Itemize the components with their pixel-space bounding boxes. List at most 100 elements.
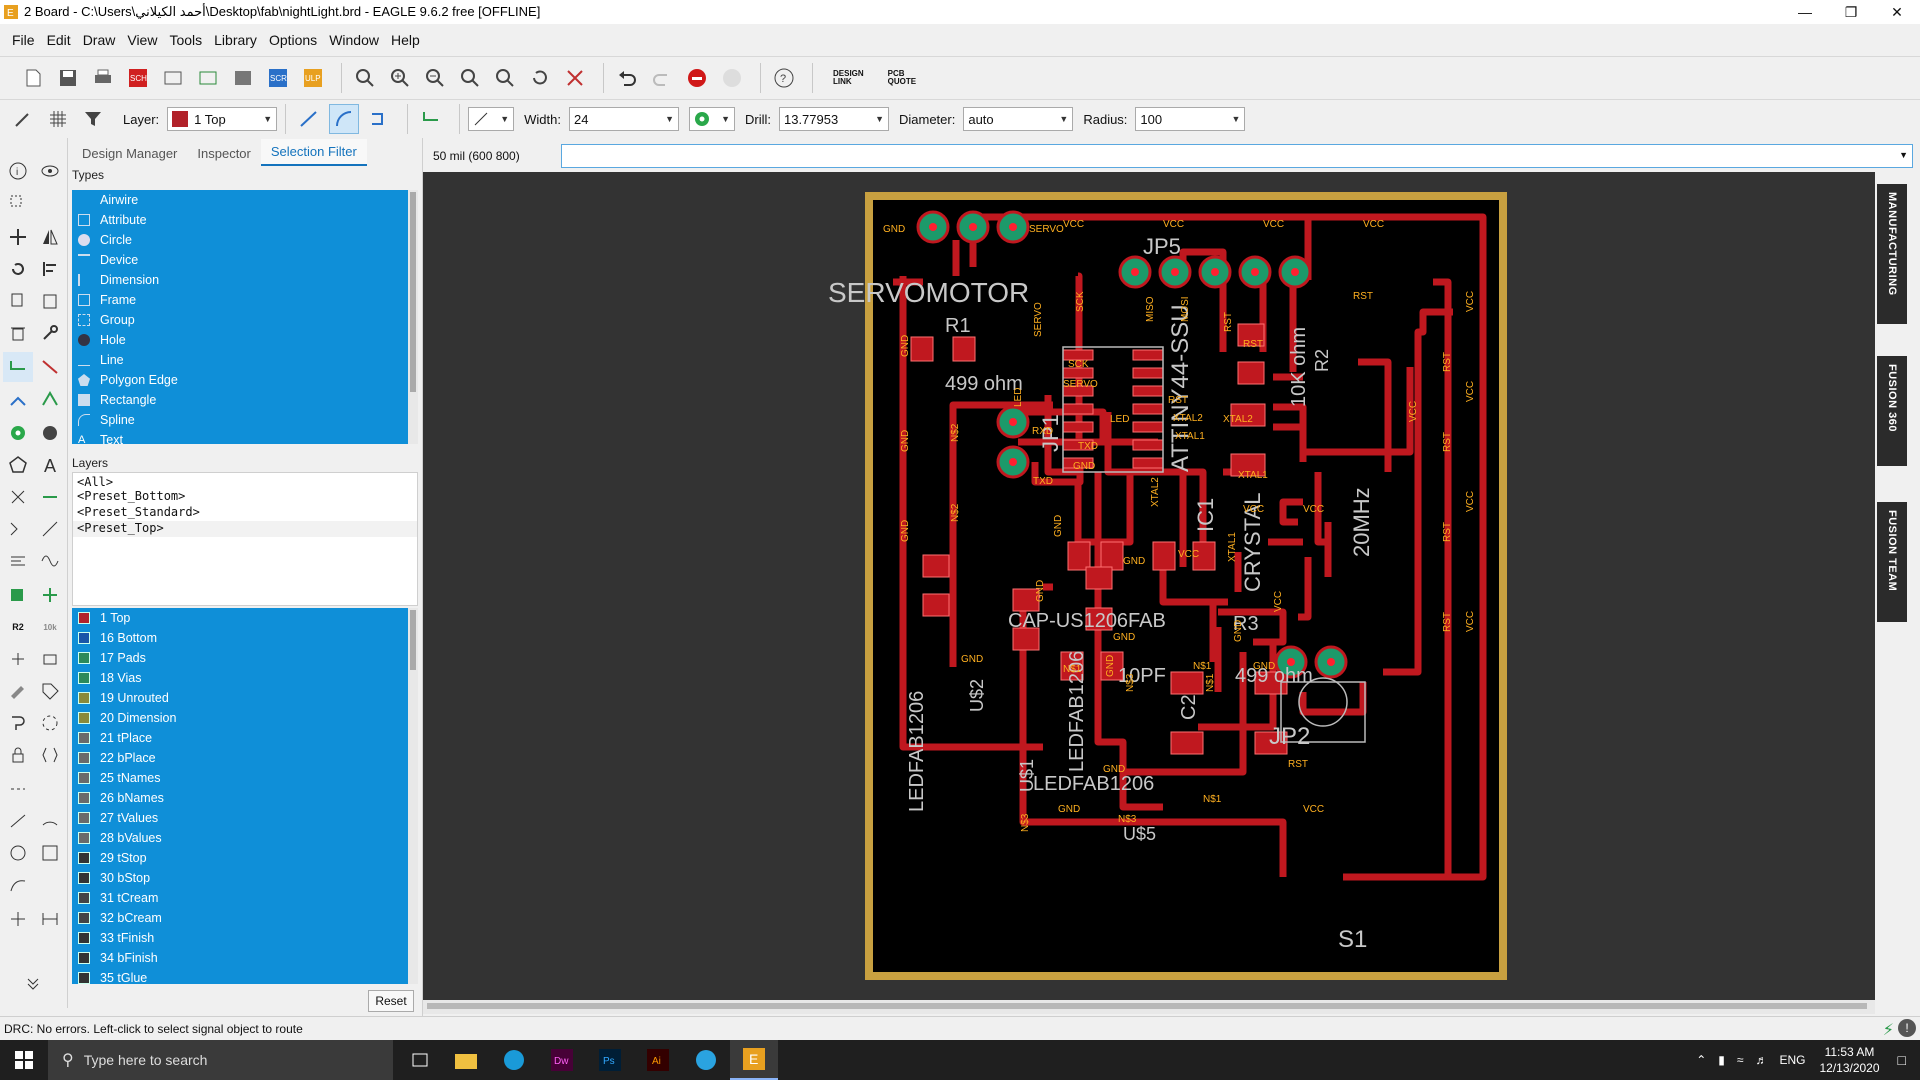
rectangle-icon[interactable]: [35, 838, 65, 868]
layer-item[interactable]: 19 Unrouted: [72, 688, 408, 708]
menu-options[interactable]: Options: [268, 32, 318, 48]
command-input[interactable]: ▼: [561, 144, 1913, 168]
zoom-in-icon[interactable]: [385, 63, 415, 93]
bend-arc-icon[interactable]: [329, 104, 360, 134]
route-icon[interactable]: [3, 352, 33, 382]
wire-style-select[interactable]: ▼: [468, 107, 515, 131]
add-part-icon[interactable]: [3, 580, 33, 610]
undo-icon[interactable]: [612, 63, 642, 93]
ulp-icon[interactable]: ULP: [298, 63, 328, 93]
design-link-button[interactable]: DESIGN LINK: [833, 69, 864, 86]
type-frame[interactable]: Frame: [72, 290, 408, 310]
volume-icon[interactable]: ♬: [1755, 1053, 1768, 1067]
waveform-icon[interactable]: [35, 546, 65, 576]
type-polygon-edge[interactable]: Polygon Edge: [72, 370, 408, 390]
telegram-icon[interactable]: [682, 1040, 730, 1080]
layer-item[interactable]: 27 tValues: [72, 808, 408, 828]
align-icon[interactable]: [35, 254, 65, 284]
menu-library[interactable]: Library: [214, 32, 257, 48]
dreamweaver-icon[interactable]: Dw: [538, 1040, 586, 1080]
resistor-r2-icon[interactable]: R2: [12, 622, 24, 632]
spline-icon[interactable]: [3, 870, 33, 900]
schematic-icon[interactable]: SCH: [123, 63, 153, 93]
preset-item[interactable]: <Preset_Bottom>: [77, 489, 186, 503]
close-button[interactable]: ✕: [1891, 3, 1903, 20]
layer-item[interactable]: 20 Dimension: [72, 708, 408, 728]
wrench-icon[interactable]: [35, 318, 65, 348]
notification-icon[interactable]: □: [1897, 1052, 1906, 1068]
delete-icon[interactable]: [3, 318, 33, 348]
clock[interactable]: 11:53 AM 12/13/2020: [1819, 1044, 1879, 1076]
taskbar-search[interactable]: ⚲ Type here to search: [48, 1040, 393, 1080]
layer-item[interactable]: 1 Top: [72, 608, 408, 628]
value-10k-icon[interactable]: 10k: [43, 622, 57, 632]
wire-icon[interactable]: [35, 482, 65, 512]
arc-icon[interactable]: [35, 806, 65, 836]
ripup-icon[interactable]: [35, 352, 65, 382]
type-device[interactable]: Device: [72, 250, 408, 270]
show-eye-icon[interactable]: [35, 156, 65, 186]
new-file-icon[interactable]: [18, 63, 48, 93]
zoom-out-icon[interactable]: [420, 63, 450, 93]
layer-item[interactable]: 34 bFinish: [72, 948, 408, 968]
layer-item[interactable]: 28 bValues: [72, 828, 408, 848]
drill-input[interactable]: 13.77953▼: [778, 107, 889, 131]
menu-help[interactable]: Help: [390, 32, 420, 48]
zoom-select-icon[interactable]: [490, 63, 520, 93]
type-circle[interactable]: Circle: [72, 230, 408, 250]
polygon-icon[interactable]: [3, 450, 33, 480]
layer-item[interactable]: 33 tFinish: [72, 928, 408, 948]
smash-icon[interactable]: [3, 644, 33, 674]
type-dimension[interactable]: Dimension: [72, 270, 408, 290]
select-icon[interactable]: [3, 188, 33, 218]
filter-icon[interactable]: [78, 104, 108, 134]
via-shape-select[interactable]: ▼: [688, 107, 735, 131]
slice-icon[interactable]: [35, 384, 65, 414]
menu-edit[interactable]: Edit: [46, 32, 71, 48]
change-icon[interactable]: [35, 644, 65, 674]
pcb-layout[interactable]: SERVOMOTOR R1 499 ohm JP5 ATTINY44-SSU I…: [423, 172, 1910, 1000]
manufacturing-button[interactable]: MANUFACTURING: [1877, 184, 1907, 324]
layer-item[interactable]: 26 bNames: [72, 788, 408, 808]
preset-item[interactable]: <Preset_Top>: [73, 521, 417, 537]
layer-item[interactable]: 18 Vias: [72, 668, 408, 688]
hook-icon[interactable]: [3, 708, 33, 738]
mark-icon[interactable]: [3, 904, 33, 934]
help-icon[interactable]: ?: [769, 63, 799, 93]
paste-icon[interactable]: [35, 286, 65, 316]
via-icon[interactable]: [3, 418, 33, 448]
menu-tools[interactable]: Tools: [169, 32, 203, 48]
wifi-icon[interactable]: ≈: [1736, 1053, 1744, 1067]
layer-item[interactable]: 17 Pads: [72, 648, 408, 668]
ratsnest-icon[interactable]: [560, 63, 590, 93]
menu-window[interactable]: Window: [329, 32, 379, 48]
group-icon[interactable]: [35, 708, 65, 738]
stop-status-icon[interactable]: !: [1898, 1019, 1916, 1037]
move-icon[interactable]: [3, 222, 33, 252]
type-attribute[interactable]: Attribute: [72, 210, 408, 230]
tray-chevron-icon[interactable]: ⌃: [1696, 1053, 1707, 1067]
diameter-input[interactable]: auto▼: [963, 107, 1074, 131]
type-spline[interactable]: Spline: [72, 410, 408, 430]
layer-item[interactable]: 35 tGlue: [72, 968, 408, 984]
type-line[interactable]: Line: [72, 350, 408, 370]
layer-item[interactable]: 29 tStop: [72, 848, 408, 868]
export-icon[interactable]: [193, 63, 223, 93]
signal-icon[interactable]: [3, 482, 33, 512]
battery-icon[interactable]: ▮: [1718, 1053, 1725, 1067]
layer-item[interactable]: 21 tPlace: [72, 728, 408, 748]
zoom-fit-icon[interactable]: [350, 63, 380, 93]
radius-input[interactable]: 100▼: [1135, 107, 1246, 131]
restore-button[interactable]: ❐: [1844, 3, 1858, 20]
meander-icon[interactable]: [3, 514, 33, 544]
preset-item[interactable]: <All>: [77, 475, 114, 489]
edge-icon[interactable]: [490, 1040, 538, 1080]
fusionteam-button[interactable]: FUSION TEAM: [1877, 502, 1907, 622]
library-icon[interactable]: [228, 63, 258, 93]
cam-icon[interactable]: [158, 63, 188, 93]
type-group[interactable]: Group: [72, 310, 408, 330]
route-mode-icon[interactable]: [416, 104, 446, 134]
go-icon[interactable]: [717, 63, 747, 93]
hole-icon[interactable]: [35, 418, 65, 448]
task-view-icon[interactable]: [396, 1040, 444, 1080]
